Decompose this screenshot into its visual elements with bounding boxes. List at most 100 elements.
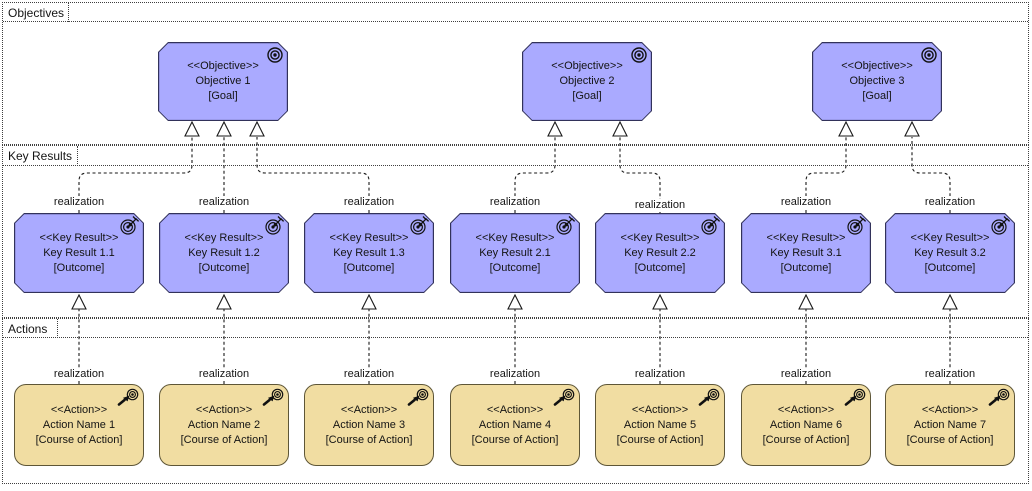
edge-label: realization [620, 199, 700, 212]
key-result-box-1-1[interactable]: <<Key Result>> Key Result 1.1 [Outcome] [14, 213, 144, 293]
lane-key-results[interactable]: Key Results [2, 145, 1029, 318]
edge-label: realization [329, 368, 409, 381]
outcome-icon [410, 215, 430, 235]
realization-edge[interactable] [911, 137, 951, 213]
objective-box-fill [523, 43, 651, 120]
realization-edge[interactable] [805, 137, 847, 213]
outcome-icon [701, 215, 721, 235]
edge-label: realization [475, 196, 555, 209]
objective-box-2[interactable]: <<Objective>> Objective 2 [Goal] [522, 42, 652, 121]
element-name: Objective 2 [559, 75, 615, 87]
key-result-box-2-2[interactable]: <<Key Result>> Key Result 2.2 [Outcome] [595, 213, 725, 293]
element-type: [Course of Action] [325, 433, 413, 446]
lane-objectives[interactable]: Objectives [2, 2, 1029, 145]
element-type: [Outcome] [343, 261, 395, 274]
element-name: Key Result 1.2 [188, 246, 260, 259]
course-of-action-icon [262, 388, 284, 406]
element-name: Key Result 2.1 [479, 246, 551, 259]
element-name: Action Name 1 [42, 418, 116, 431]
element-name: Action Name 3 [332, 418, 406, 431]
outcome-icon [991, 215, 1011, 235]
objective-box-1[interactable]: <<Objective>> Objective 1 [Goal] [158, 42, 288, 121]
element-type: [Outcome] [780, 261, 832, 274]
action-box-3[interactable]: <<Action>> Action Name 3 [Course of Acti… [304, 384, 434, 466]
element-type: [Course of Action] [762, 433, 850, 446]
key-result-box-1-2[interactable]: <<Key Result>> Key Result 1.2 [Outcome] [159, 213, 289, 293]
edge-label: realization [184, 196, 264, 209]
edge-label: realization [39, 368, 119, 381]
outcome-icon [847, 215, 867, 235]
action-box-6[interactable]: <<Action>> Action Name 6 [Course of Acti… [741, 384, 871, 466]
stereotype-label: <<Objective>> [551, 60, 623, 72]
action-box-1[interactable]: <<Action>> Action Name 1 [Course of Acti… [14, 384, 144, 466]
stereotype-label: <<Action>> [921, 403, 979, 416]
element-type: [Course of Action] [906, 433, 994, 446]
element-name: Key Result 3.1 [770, 246, 842, 259]
element-type: [Goal] [208, 90, 238, 102]
element-name: Key Result 1.3 [333, 246, 405, 259]
realization-edge[interactable] [256, 137, 370, 213]
key-result-box-2-1[interactable]: <<Key Result>> Key Result 2.1 [Outcome] [450, 213, 580, 293]
element-type: [Outcome] [924, 261, 976, 274]
lane-objectives-title-box[interactable]: Objectives [3, 3, 69, 22]
edge-label: realization [766, 368, 846, 381]
goal-icon [267, 47, 283, 63]
course-of-action-icon [117, 388, 139, 406]
realization-edge[interactable] [619, 137, 661, 213]
outcome-icon [556, 215, 576, 235]
action-box-4[interactable]: <<Action>> Action Name 4 [Course of Acti… [450, 384, 580, 466]
element-name: Objective 3 [849, 75, 905, 87]
goal-icon [921, 47, 937, 63]
stereotype-label: <<Key Result>> [39, 231, 119, 244]
action-box-7[interactable]: <<Action>> Action Name 7 [Course of Acti… [885, 384, 1015, 466]
stereotype-label: <<Action>> [631, 403, 689, 416]
element-name: Objective 1 [195, 75, 251, 87]
lane-actions-title-box[interactable]: Actions [3, 319, 58, 338]
objective-box-fill [159, 43, 287, 120]
objective-box-fill [813, 43, 941, 120]
stereotype-label: <<Action>> [486, 403, 544, 416]
element-name: Action Name 5 [623, 418, 697, 431]
edge-label: realization [184, 368, 264, 381]
element-type: [Outcome] [53, 261, 105, 274]
element-type: [Course of Action] [35, 433, 123, 446]
element-name: Key Result 1.1 [43, 246, 115, 259]
course-of-action-icon [698, 388, 720, 406]
lane-key-results-title-box[interactable]: Key Results [3, 146, 78, 166]
element-type: [Course of Action] [616, 433, 704, 446]
goal-icon [631, 47, 647, 63]
action-box-5[interactable]: <<Action>> Action Name 5 [Course of Acti… [595, 384, 725, 466]
key-result-box-3-1[interactable]: <<Key Result>> Key Result 3.1 [Outcome] [741, 213, 871, 293]
stereotype-label: <<Key Result>> [329, 231, 409, 244]
element-type: [Goal] [862, 90, 892, 102]
stereotype-label: <<Key Result>> [766, 231, 846, 244]
outcome-icon [120, 215, 140, 235]
stereotype-label: <<Key Result>> [620, 231, 700, 244]
stereotype-label: <<Key Result>> [184, 231, 264, 244]
element-name: Action Name 2 [187, 418, 261, 431]
element-type: [Outcome] [489, 261, 541, 274]
element-type: [Outcome] [198, 261, 250, 274]
realization-edge[interactable] [78, 137, 193, 213]
action-box-2[interactable]: <<Action>> Action Name 2 [Course of Acti… [159, 384, 289, 466]
stereotype-label: <<Action>> [340, 403, 398, 416]
objective-box-3[interactable]: <<Objective>> Objective 3 [Goal] [812, 42, 942, 121]
edge-label: realization [620, 368, 700, 381]
element-name: Key Result 2.2 [624, 246, 696, 259]
element-type: [Course of Action] [471, 433, 559, 446]
course-of-action-icon [407, 388, 429, 406]
realization-edge[interactable] [514, 137, 556, 213]
stereotype-label: <<Action>> [777, 403, 835, 416]
lane-objectives-separator [3, 21, 1028, 22]
lane-actions-label: Actions [8, 321, 48, 336]
stereotype-label: <<Action>> [195, 403, 253, 416]
edge-label: realization [39, 196, 119, 209]
key-result-box-1-3[interactable]: <<Key Result>> Key Result 1.3 [Outcome] [304, 213, 434, 293]
element-type: [Course of Action] [180, 433, 268, 446]
stereotype-label: <<Objective>> [187, 60, 259, 72]
element-name: Action Name 6 [769, 418, 843, 431]
stereotype-label: <<Action>> [50, 403, 108, 416]
stereotype-label: <<Objective>> [841, 60, 913, 72]
key-result-box-3-2[interactable]: <<Key Result>> Key Result 3.2 [Outcome] [885, 213, 1015, 293]
